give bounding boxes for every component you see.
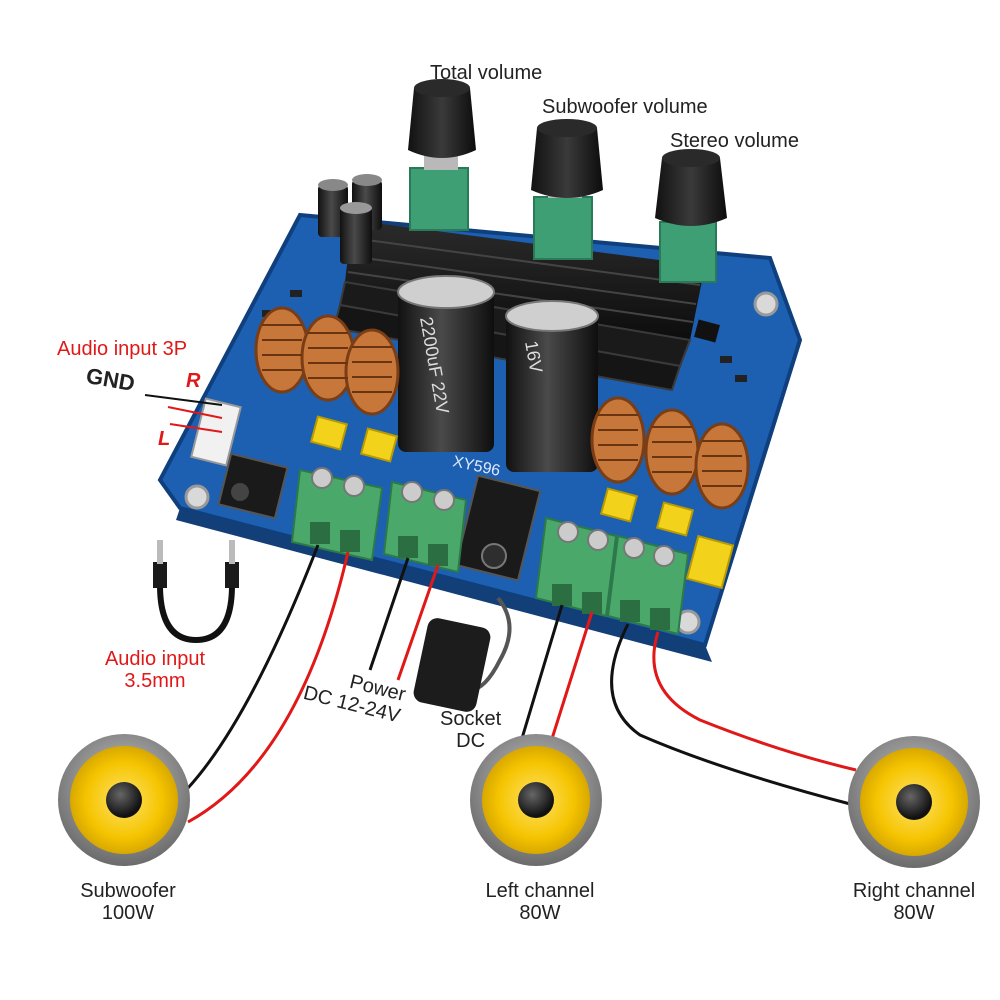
stereo-volume-knob[interactable] [655, 149, 727, 283]
total-volume-label: Total volume [430, 62, 543, 84]
knob-cap [531, 128, 603, 198]
dc-power-socket[interactable] [454, 474, 542, 582]
subwoofer-line1: Subwoofer [80, 880, 176, 902]
subwoofer-volume-knob[interactable] [531, 119, 603, 260]
r-label: R [186, 370, 201, 392]
subwoofer-wires [186, 544, 350, 824]
power-wires [368, 557, 440, 681]
left-channel-speaker [470, 734, 602, 866]
dc-power-adapter [413, 596, 512, 712]
audio-input-35mm-line2: 3.5mm [124, 670, 186, 692]
aux-cable [153, 540, 239, 644]
l-label: L [158, 428, 171, 450]
subwoofer-label: Subwoofer 100W [80, 880, 176, 924]
potentiometer-body [659, 221, 717, 283]
capacitor-2200uf: 2200uF 22V [397, 275, 495, 452]
subwoofer-speaker [58, 734, 190, 866]
socket-dc-label: Socket DC [440, 708, 501, 752]
audio-input-3p-label: Audio input 3P [57, 338, 188, 360]
left-channel-wires [518, 604, 594, 746]
knob-top [662, 149, 720, 167]
smd-component [735, 375, 747, 382]
audio-input-35mm-line1: Audio input [104, 648, 206, 670]
audio-input-35mm-label: Audio input 3.5mm [105, 648, 205, 692]
subwoofer-terminal[interactable] [290, 467, 384, 562]
right-speaker-terminal[interactable] [606, 534, 690, 636]
knob-top [414, 79, 470, 97]
smd-component [720, 356, 732, 363]
right-channel-speaker [848, 736, 980, 868]
knob-cap [408, 88, 476, 158]
potentiometer-body [409, 167, 469, 231]
subwoofer-volume-label: Subwoofer volume [542, 96, 708, 118]
socket-line2: DC [456, 730, 486, 752]
audio-jack-35mm[interactable] [217, 452, 289, 520]
power-terminal[interactable] [382, 480, 468, 574]
socket-line1: Socket [440, 708, 502, 730]
mounting-hole [753, 291, 779, 317]
left-channel-line1: Left channel [485, 880, 595, 902]
left-speaker-terminal[interactable] [534, 516, 618, 618]
total-volume-knob[interactable] [408, 79, 476, 231]
coil-windings [262, 324, 742, 487]
mounting-hole [184, 484, 210, 510]
smd-chip [694, 319, 720, 343]
subwoofer-line2: 100W [101, 902, 155, 924]
right-channel-label: Right channel 80W [853, 880, 975, 924]
left-channel-label: Left channel 80W [486, 880, 595, 924]
small-capacitors [318, 174, 382, 264]
smd-component [290, 290, 302, 297]
audio-input-3p-wires [144, 394, 223, 433]
knob-top [537, 119, 597, 137]
film-capacitors [309, 415, 735, 590]
capacitor-16v: 16V [505, 300, 599, 472]
potentiometer-body [533, 196, 593, 260]
stereo-volume-label: Stereo volume [670, 130, 799, 152]
left-channel-line2: 80W [519, 902, 561, 924]
right-channel-line2: 80W [893, 902, 935, 924]
knob-cap [655, 158, 727, 226]
right-channel-wires [610, 623, 857, 807]
right-channel-line1: Right channel [852, 880, 976, 902]
